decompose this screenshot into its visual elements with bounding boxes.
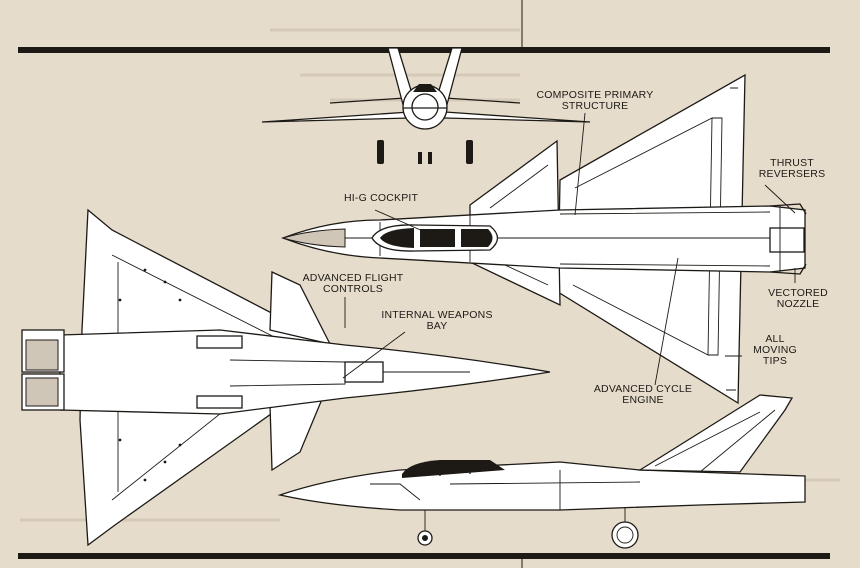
bottom-rule <box>18 553 830 559</box>
label-composite-line-1: COMPOSITE PRIMARY <box>536 89 654 101</box>
label-engine-line-2: ENGINE <box>622 394 664 406</box>
label-thrust-line-2: REVERSERS <box>758 168 826 180</box>
label-internal-weapons-bay: INTERNAL WEAPONS BAY <box>372 310 502 332</box>
label-tips-line-1: ALL <box>765 333 785 345</box>
label-engine-line-1: ADVANCED CYCLE <box>593 383 693 395</box>
plan-view-upper <box>281 73 807 405</box>
label-weapons-line-1: INTERNAL WEAPONS <box>381 309 493 321</box>
label-flight-line-2: CONTROLS <box>323 283 383 295</box>
label-advanced-flight-controls: ADVANCED FLIGHT CONTROLS <box>298 273 408 295</box>
label-vectored-line-2: NOZZLE <box>776 298 820 310</box>
label-composite-primary-structure: COMPOSITE PRIMARY STRUCTURE <box>530 90 660 112</box>
front-view <box>261 47 591 164</box>
label-all-moving-tips: ALL MOVING TIPS <box>742 334 808 367</box>
plan-view-lower <box>21 208 551 547</box>
label-flight-line-1: ADVANCED FLIGHT <box>302 272 404 284</box>
label-composite-line-2: STRUCTURE <box>561 100 629 112</box>
label-vectored-nozzle: VECTORED NOZZLE <box>758 288 838 310</box>
top-rule <box>18 47 830 53</box>
label-tips-line-3: TIPS <box>762 355 788 367</box>
label-thrust-reversers: THRUST REVERSERS <box>752 158 832 180</box>
label-tips-line-2: MOVING <box>753 344 797 356</box>
leader-lines <box>342 112 796 386</box>
label-hig-cockpit-text: HI-G COCKPIT <box>344 192 419 204</box>
side-view <box>277 394 806 549</box>
label-weapons-line-2: BAY <box>426 320 448 332</box>
label-advanced-cycle-engine: ADVANCED CYCLE ENGINE <box>583 384 703 406</box>
label-vectored-line-1: VECTORED <box>768 287 828 299</box>
label-thrust-line-1: THRUST <box>770 157 814 169</box>
label-hig-cockpit: HI-G COCKPIT <box>344 193 418 204</box>
